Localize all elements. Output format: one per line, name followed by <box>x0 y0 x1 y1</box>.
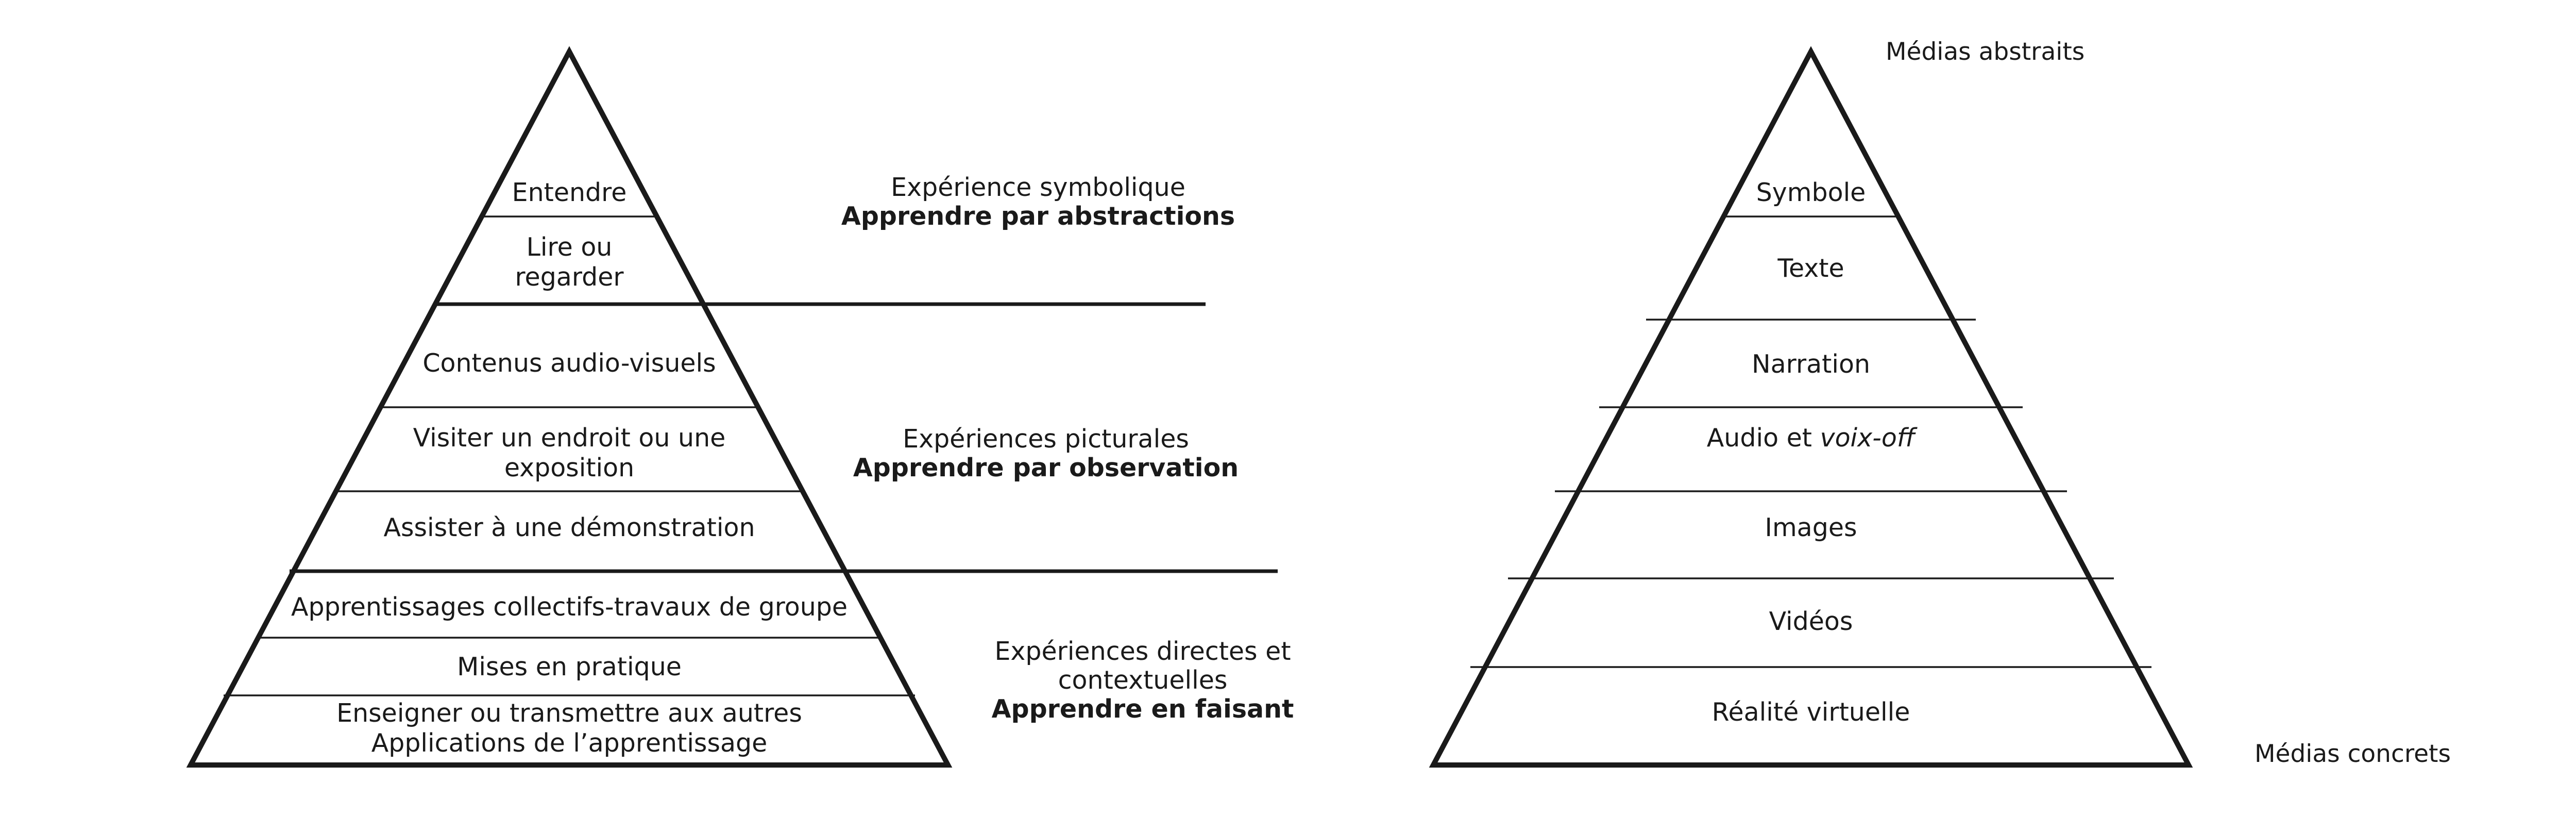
left-level-label: Apprentissages collectifs-travaux de gro… <box>291 592 848 622</box>
category-caption: Expérience symbolique <box>891 173 1185 202</box>
voix-off-label: voix-off <box>1820 423 1918 453</box>
right-level-label: Images <box>1765 513 1857 542</box>
right-pyramid: Symbole Texte Narration Audio et voix-of… <box>1429 38 2451 768</box>
left-category-captions: Expérience symbolique Apprendre par abst… <box>841 173 1294 724</box>
right-level-label: Narration <box>1752 350 1870 379</box>
left-level-label: Visiter un endroit ou une <box>413 423 726 453</box>
right-level-label: Texte <box>1777 254 1844 283</box>
audio-label: Audio et <box>1707 423 1812 453</box>
right-level-label: Audio et voix-off <box>1707 423 1918 453</box>
abstract-media-label: Médias abstraits <box>1886 38 2084 66</box>
left-level-label: exposition <box>504 453 634 483</box>
left-level-label: Contenus audio-visuels <box>422 348 716 378</box>
left-level-label: Lire ou <box>527 232 613 262</box>
right-level-label: Symbole <box>1756 178 1866 207</box>
left-level-label: Applications de l’apprentissage <box>371 728 768 758</box>
right-pyramid-outline <box>1429 46 2193 768</box>
right-level-label: Réalité virtuelle <box>1712 697 1910 727</box>
left-pyramid: Entendre Lire ou regarder Contenus audio… <box>186 46 1278 768</box>
left-level-label: Mises en pratique <box>457 652 682 681</box>
category-caption-bold: Apprendre par abstractions <box>841 202 1235 231</box>
category-caption: Expériences picturales <box>903 424 1189 454</box>
left-pyramid-outline <box>186 46 953 768</box>
left-level-label: Entendre <box>512 178 627 207</box>
category-caption: Expériences directes et <box>994 637 1291 666</box>
concrete-media-label: Médias concrets <box>2255 740 2451 768</box>
category-caption-bold: Apprendre par observation <box>853 453 1239 483</box>
left-level-label: Enseigner ou transmettre aux autres <box>336 698 802 728</box>
left-level-label: regarder <box>515 262 624 292</box>
right-level-label: Vidéos <box>1769 607 1853 636</box>
left-level-label: Assister à une démonstration <box>383 513 755 542</box>
category-caption: contextuelles <box>1058 666 1228 695</box>
category-caption-bold: Apprendre en faisant <box>992 694 1294 724</box>
